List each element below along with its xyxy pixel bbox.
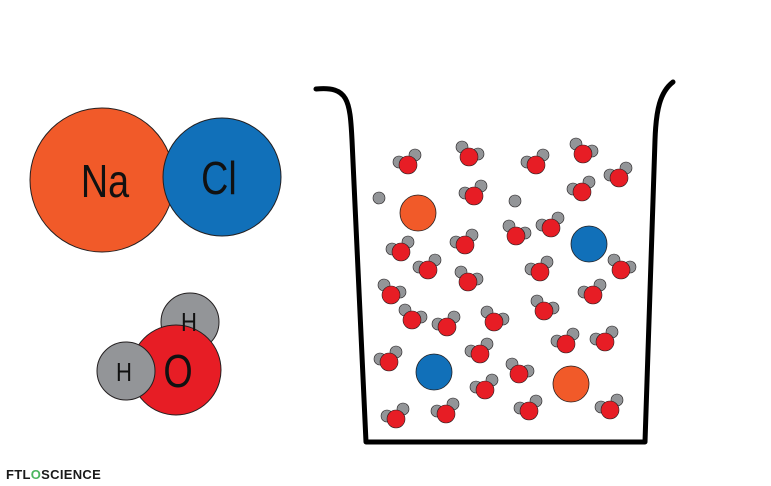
water-molecule (392, 148, 422, 175)
water-molecule (566, 175, 596, 202)
oxygen-atom (418, 260, 438, 280)
chloride-ion (415, 353, 453, 391)
water-molecule (589, 325, 619, 352)
water-molecule (455, 140, 485, 167)
water-molecule (412, 253, 442, 280)
oxygen-atom (572, 182, 592, 202)
water-molecule (380, 402, 410, 429)
oxygen-atom (402, 310, 422, 330)
oxygen-atom (458, 272, 478, 292)
oxygen-label: O (163, 345, 192, 396)
water-molecule (449, 228, 479, 255)
oxygen-atom (386, 409, 406, 429)
brand-logo-part: SCIENCE (41, 467, 102, 482)
water-molecule (569, 137, 599, 164)
oxygen-atom (573, 144, 593, 164)
water-molecule (502, 219, 532, 246)
oxygen-atom (436, 404, 456, 424)
oxygen-atom (609, 168, 629, 188)
water-molecule (535, 211, 565, 238)
water-molecule (480, 305, 510, 332)
oxygen-atom (391, 242, 411, 262)
water-molecule (430, 397, 460, 424)
beaker-contents (372, 137, 637, 429)
water-molecule (603, 161, 633, 188)
nacl-molecule: Na Cl (29, 107, 282, 253)
brand-logo-part: FTL (6, 467, 31, 482)
oxygen-atom (455, 235, 475, 255)
oxygen-atom (556, 334, 576, 354)
oxygen-atom (484, 312, 504, 332)
oxygen-atom (595, 332, 615, 352)
chloride-label: Cl (201, 152, 237, 203)
water-molecule (373, 345, 403, 372)
water-molecule (385, 235, 415, 262)
hydrogen-atom (508, 194, 522, 208)
oxygen-atom (526, 155, 546, 175)
water-molecule (607, 253, 637, 280)
oxygen-atom (381, 285, 401, 305)
water-molecule (550, 327, 580, 354)
water-molecule (513, 394, 543, 421)
sodium-ion (399, 194, 437, 232)
water-molecule: H H O (96, 292, 222, 416)
oxygen-atom (530, 262, 550, 282)
brand-logo-o: O (30, 467, 42, 482)
oxygen-atom (541, 218, 561, 238)
oxygen-atom (470, 344, 490, 364)
oxygen-atom (506, 226, 526, 246)
water-molecule (454, 265, 484, 292)
oxygen-atom (464, 186, 484, 206)
water-molecule (505, 357, 535, 384)
oxygen-atom (519, 401, 539, 421)
water-molecule (524, 255, 554, 282)
water-molecule (594, 393, 624, 420)
water-molecule (464, 337, 494, 364)
chloride-atom (162, 117, 282, 237)
hydrogen-label-top: H (181, 308, 197, 337)
beaker-outline (313, 79, 676, 445)
oxygen-atom (475, 380, 495, 400)
oxygen-atom (509, 364, 529, 384)
water-molecule (577, 278, 607, 305)
water-molecule (377, 278, 407, 305)
water-molecule (431, 310, 461, 337)
sodium-ion (552, 365, 590, 403)
hydrogen-atom (372, 191, 386, 205)
sodium-label: Na (81, 155, 130, 206)
oxygen-atom (534, 301, 554, 321)
hydrogen-atom-left (96, 341, 156, 401)
oxygen-atom (600, 400, 620, 420)
water-molecule (458, 179, 488, 206)
water-molecule (520, 148, 550, 175)
hydrogen-label-left: H (116, 358, 132, 387)
oxygen-atom (583, 285, 603, 305)
water-molecule (530, 294, 560, 321)
oxygen-atom (379, 352, 399, 372)
water-molecule (398, 303, 428, 330)
oxygen-atom (398, 155, 418, 175)
chloride-ion (570, 225, 608, 263)
brand-logo: FTLOSCIENCE (6, 468, 101, 482)
oxygen-atom (437, 317, 457, 337)
water-molecule (469, 373, 499, 400)
oxygen-atom (611, 260, 631, 280)
oxygen-atom (459, 147, 479, 167)
